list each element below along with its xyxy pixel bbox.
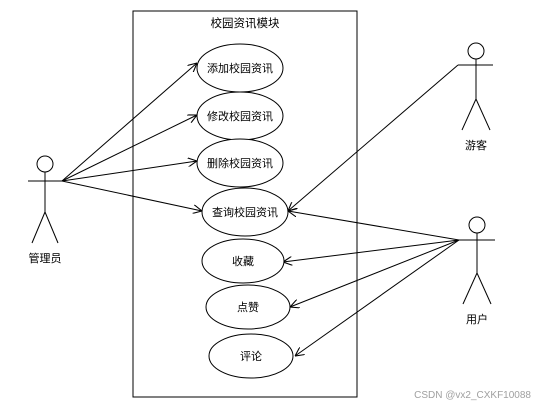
use-case-query[interactable]: 查询校园资讯 [201, 187, 289, 237]
actor-visitor-label: 游客 [465, 138, 487, 152]
actor-admin-label: 管理员 [29, 251, 62, 265]
assoc-admin-edit [61, 115, 197, 182]
use-case-label: 添加校园资讯 [207, 61, 273, 75]
watermark: CSDN @vx2_CXKF10088 [414, 390, 531, 401]
assoc-visitor-query [288, 64, 459, 211]
use-case-edit[interactable]: 修改校园资讯 [196, 91, 284, 141]
actor-head [467, 42, 485, 60]
use-case-comment[interactable]: 评论 [208, 333, 294, 379]
actor-head [36, 155, 54, 173]
assoc-user-comment [295, 239, 460, 356]
use-case-add[interactable]: 添加校园资讯 [196, 43, 284, 93]
assoc-admin-delete [61, 161, 197, 182]
use-case-delete[interactable]: 删除校园资讯 [196, 138, 284, 188]
actor-user-label: 用户 [466, 312, 488, 326]
use-case-label: 评论 [240, 349, 262, 363]
assoc-user-like [290, 239, 460, 307]
associations [61, 63, 460, 356]
use-case-favorite[interactable]: 收藏 [201, 238, 285, 284]
system-boundary: 校园资讯模块 [132, 10, 358, 398]
assoc-user-query [288, 211, 460, 241]
actor-admin[interactable]: 管理员 [28, 155, 62, 265]
assoc-admin-add [61, 63, 197, 182]
assoc-admin-query [61, 180, 202, 211]
actor-user[interactable]: 用户 [459, 216, 495, 326]
use-case-label: 修改校园资讯 [207, 109, 273, 123]
use-case-label: 点赞 [237, 301, 259, 314]
use-case-like[interactable]: 点赞 [205, 284, 291, 330]
assoc-user-favorite [283, 239, 460, 262]
use-case-label: 查询校园资讯 [212, 205, 278, 219]
actor-visitor[interactable]: 游客 [458, 42, 493, 152]
use-case-label: 删除校园资讯 [207, 156, 273, 170]
system-title: 校园资讯模块 [211, 16, 280, 30]
use-case-label: 收藏 [232, 254, 254, 268]
actor-head [468, 216, 486, 234]
